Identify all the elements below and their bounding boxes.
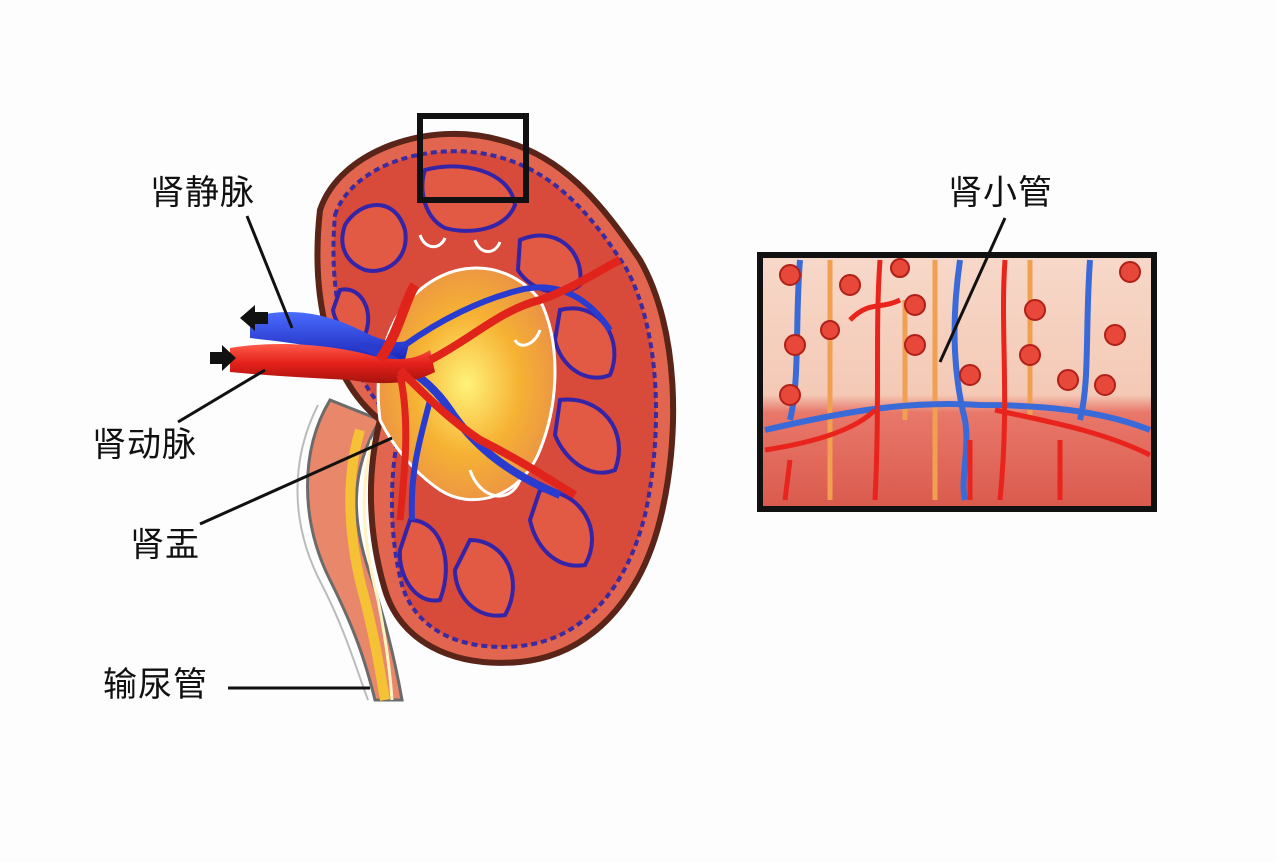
- leader-lines: [177, 215, 1007, 690]
- magnify-region-box: [417, 113, 529, 203]
- label-renal-pelvis: 肾盂: [130, 525, 200, 565]
- nephron-inset: [757, 252, 1157, 512]
- kidney: [314, 130, 677, 666]
- label-renal-tubule: 肾小管: [948, 173, 1053, 213]
- label-renal-vein: 肾静脉: [150, 173, 255, 213]
- ureter: [296, 398, 404, 702]
- label-ureter: 输尿管: [103, 665, 208, 705]
- vein-flow-arrow-icon: [240, 305, 268, 331]
- renal-artery: [230, 256, 622, 521]
- renal-pyramids: [330, 164, 621, 618]
- label-renal-artery: 肾动脉: [92, 425, 197, 465]
- artery-flow-arrow-icon: [210, 345, 236, 371]
